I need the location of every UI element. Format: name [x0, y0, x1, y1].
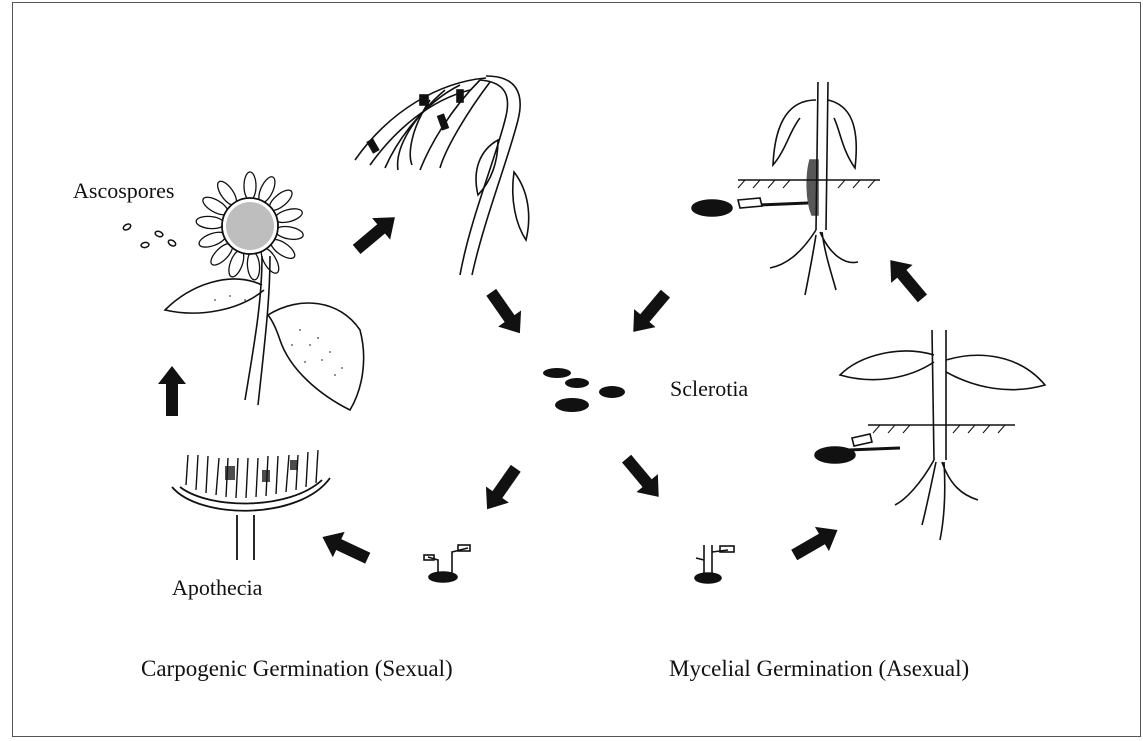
cycle-arrows	[158, 207, 933, 571]
sclerotia-label: Sclerotia	[670, 378, 748, 400]
arrow-icon-stembase-to-sclerotia	[623, 285, 677, 341]
arrow-icon-wilt-to-sclerotia	[480, 284, 532, 341]
arrow-icon-sclerotia-to-carpogenic	[476, 460, 528, 517]
arrow-icon-plant-to-stembase	[880, 251, 934, 307]
ascospores-icon	[122, 223, 176, 248]
arrow-icon-plant-to-wilt	[348, 207, 404, 261]
infected-stem-base-icon	[692, 82, 880, 295]
ascospores-label: Ascospores	[73, 180, 174, 202]
arrow-icon-mycelial-to-plant	[787, 518, 844, 567]
mycelial-germling-icon	[695, 545, 734, 583]
apothecium-icon	[172, 450, 330, 560]
carpogenic-germination-caption: Carpogenic Germination (Sexual)	[141, 657, 453, 680]
arrow-icon-apothecia-to-plant	[158, 366, 186, 416]
arrow-icon-carpogenic-to-apothecia	[317, 524, 374, 571]
mycelial-germination-caption: Mycelial Germination (Asexual)	[669, 657, 969, 680]
plant-with-roots-icon	[815, 330, 1045, 540]
arrow-icon-sclerotia-to-mycelial	[616, 450, 670, 506]
carpogenic-germling-icon	[424, 545, 470, 582]
sunflower-plant-icon	[165, 172, 364, 410]
wilted-stem-icon	[355, 76, 529, 275]
sclerotia-cluster-icon	[543, 368, 625, 412]
apothecia-label: Apothecia	[172, 577, 262, 599]
